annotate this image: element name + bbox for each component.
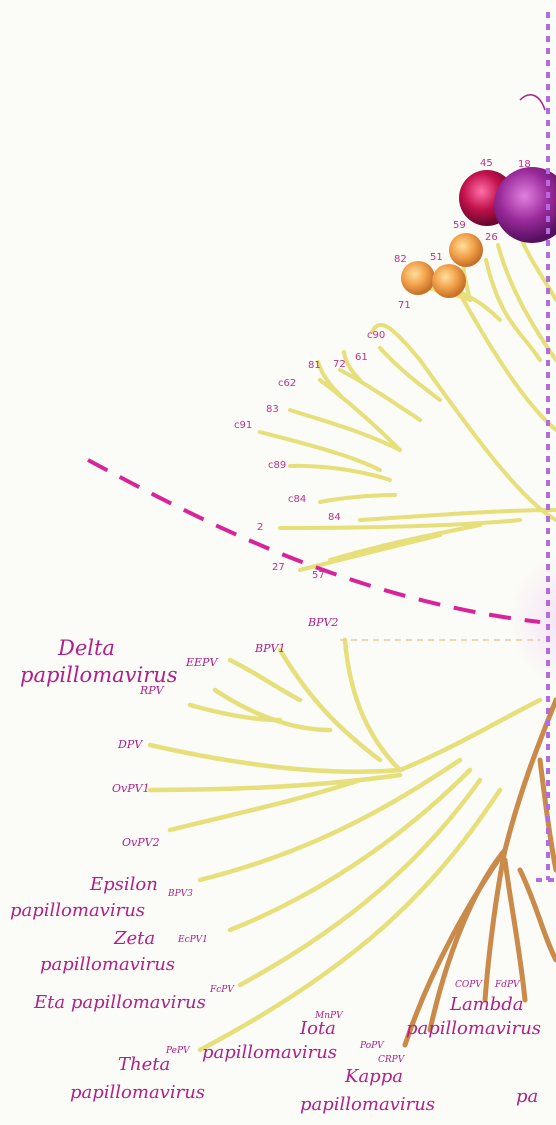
partial-label-stroke: [520, 95, 545, 110]
genus-label: Epsilon: [89, 874, 158, 895]
genus-label: pa: [516, 1086, 538, 1107]
hpv-number: 26: [485, 232, 498, 243]
branch: [320, 380, 400, 450]
species-label: FdPV: [494, 980, 521, 990]
species-label: DPV: [117, 738, 143, 751]
hpv51-sphere: [432, 264, 466, 298]
branch: [345, 640, 400, 770]
species-label: EEPV: [185, 656, 218, 669]
hpv-number: 84: [328, 512, 341, 523]
species-label: BPV2: [307, 616, 338, 629]
hpv-number: 59: [453, 220, 466, 231]
genus-label: Zeta: [113, 928, 155, 949]
hpv82-sphere: [401, 261, 435, 295]
hpv-number: 72: [333, 359, 346, 370]
hpv-number: 27: [272, 562, 285, 573]
genus-label: papillomavirus: [406, 1018, 541, 1039]
branch: [200, 760, 460, 880]
branch: [400, 700, 540, 770]
hpv-number: c90: [367, 330, 385, 341]
branch: [190, 705, 280, 720]
hpv-number: 18: [518, 159, 531, 170]
genus-label: Kappa: [344, 1066, 403, 1087]
species-label: OvPV2: [122, 836, 160, 849]
species-label: BPV3: [167, 889, 193, 899]
dashed-group-separator: [88, 460, 540, 622]
species-label: OvPV1: [112, 782, 150, 795]
branch: [522, 240, 556, 300]
genus-label: papillomavirus: [300, 1094, 435, 1115]
species-label: EcPV1: [177, 935, 208, 945]
species-label: BPV1: [254, 642, 285, 655]
hpv-number: 45: [480, 158, 493, 169]
branch: [486, 260, 540, 360]
hpv-number: 57: [312, 570, 325, 581]
hpv-number: c91: [234, 420, 252, 431]
genus-label: papillomavirus: [70, 1082, 205, 1103]
branch: [520, 870, 556, 960]
branch: [280, 650, 380, 760]
genus-label: Lambda: [449, 994, 524, 1015]
branch: [372, 325, 556, 520]
species-label: COPV: [455, 980, 483, 990]
species-label: CRPV: [378, 1055, 406, 1065]
branch: [505, 860, 525, 1000]
hpv-number: 82: [394, 254, 407, 265]
genus-label: papillomavirus: [10, 900, 145, 921]
branch: [150, 775, 400, 790]
genus-label: Iota: [299, 1018, 336, 1039]
genus-label: Theta: [118, 1054, 170, 1075]
species-label: FcPV: [209, 985, 235, 995]
hpv-number: 83: [266, 404, 279, 415]
branch: [455, 285, 556, 430]
hpv-number: 61: [355, 352, 368, 363]
hpv-number: c84: [288, 494, 306, 505]
hpv-number: c89: [268, 460, 286, 471]
hpv59-sphere: [449, 233, 483, 267]
hpv-number: 71: [398, 300, 411, 311]
branch: [280, 520, 520, 528]
hpv-number: c62: [278, 378, 296, 389]
hpv-number: 81: [308, 360, 321, 371]
genus-label: Eta papillomavirus: [33, 992, 206, 1013]
genus-label: papillomavirus: [20, 663, 178, 687]
branch: [360, 510, 556, 520]
branch: [320, 495, 395, 502]
hpv-number: 51: [430, 252, 443, 263]
branch: [230, 770, 470, 930]
genus-label: papillomavirus: [202, 1042, 337, 1063]
genus-label: papillomavirus: [40, 954, 175, 975]
hpv-number: 2: [257, 522, 263, 533]
species-label: PoPV: [359, 1041, 385, 1051]
genus-label: Delta: [57, 636, 115, 660]
branch: [300, 535, 440, 570]
